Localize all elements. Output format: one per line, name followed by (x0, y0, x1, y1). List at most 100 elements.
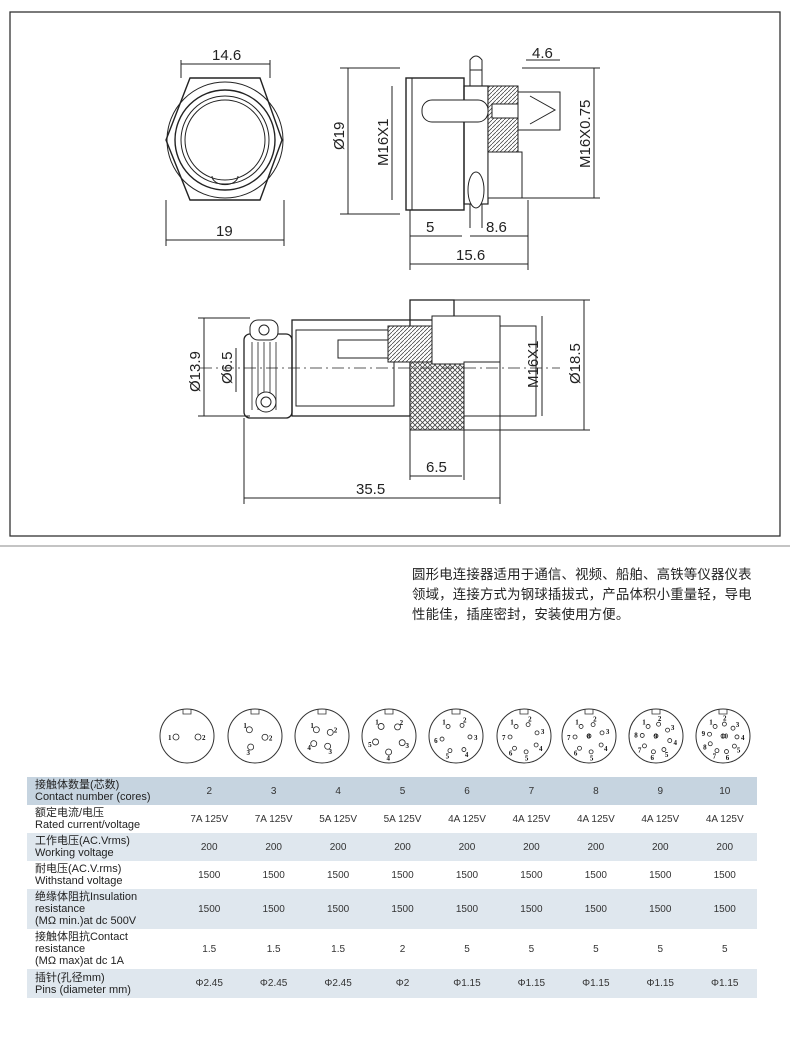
dim-side-thread-left: M16X1 (375, 118, 392, 166)
front-view (165, 60, 285, 246)
pin-hole (513, 724, 519, 729)
spec-label-cn: 插针(孔径mm) (35, 971, 105, 984)
pin-number: 8 (587, 733, 591, 741)
pin-hole (312, 726, 320, 734)
pin-number: 7 (502, 734, 506, 742)
spec-cell: 200 (563, 833, 629, 861)
spec-label-en: (MΩ max)at dc 1A (35, 955, 124, 967)
pin-hole (639, 733, 645, 738)
spec-row-label: 工作电压(AC.Vrms)Working voltage (27, 833, 177, 861)
dim-plug-65-bottom: 6.5 (426, 459, 447, 476)
spec-cell: 1500 (177, 889, 242, 929)
spec-cell: 4A 125V (692, 805, 757, 833)
pin-layout-3: 123 (227, 708, 283, 764)
pin-number: 2 (463, 717, 467, 725)
spec-cell: Φ1.15 (692, 969, 757, 998)
side-view (340, 55, 600, 270)
pin-number: 3 (606, 728, 610, 736)
spec-cell: 200 (499, 833, 564, 861)
spec-row: 接触体阻抗Contact resistance(MΩ max)at dc 1A 1… (27, 929, 757, 969)
spec-cell: 4A 125V (628, 805, 693, 833)
pin-number: 1 (310, 722, 314, 730)
spec-cell: Φ2.45 (241, 969, 306, 998)
pin-hole (661, 747, 667, 752)
spec-cell: 200 (370, 833, 435, 861)
pin-number: 3 (671, 724, 675, 732)
technical-drawing: 14.6 19 Ø19 M16X1 4.6 M16X0.75 5 8.6 15.… (0, 11, 790, 547)
spec-label-en: Withstand voltage (35, 875, 123, 887)
spec-label-en: Contact number (cores) (35, 791, 151, 803)
spec-cell: 1.5 (305, 929, 371, 969)
dim-plug-139: Ø13.9 (187, 351, 204, 392)
pin-hole (459, 722, 465, 728)
spec-label-cn: 接触体阻抗Contact resistance (35, 931, 128, 955)
pin-hole (577, 745, 582, 751)
pin-number: 5 (525, 754, 529, 762)
pin-layout-outline (496, 708, 552, 764)
key-notch (451, 709, 461, 715)
pin-number: 4 (604, 745, 608, 753)
key-notch (317, 709, 327, 715)
pin-number: 8 (703, 743, 707, 751)
pin-hole (439, 736, 445, 742)
spec-cell: 5 (499, 929, 564, 969)
pin-number: 4 (741, 734, 745, 742)
drawing-frame (9, 11, 781, 537)
pin-layout-outline (294, 708, 350, 764)
spec-label-en: Pins (diameter mm) (35, 983, 131, 996)
spec-cell: 200 (241, 833, 306, 861)
pin-hole (599, 730, 605, 736)
spec-cell: 9 (628, 777, 693, 805)
pin-layout-outline (227, 708, 283, 764)
spec-cell: 200 (305, 833, 371, 861)
pin-number: 6 (574, 750, 578, 758)
pin-layout-outline (159, 708, 215, 764)
pin-number: 3 (406, 742, 410, 750)
pin-hole (326, 728, 334, 736)
pin-hole (645, 724, 651, 729)
pin-hole (724, 749, 729, 754)
pin-hole (586, 733, 592, 739)
pin-number: 5 (368, 741, 372, 749)
pin-number: 1 (168, 734, 172, 742)
spec-cell: 200 (177, 833, 242, 861)
pin-hole (523, 749, 529, 755)
spec-row-label: 接触体数量(芯数)Contact number (cores) (27, 777, 177, 805)
spec-cell: 4A 125V (563, 805, 629, 833)
pin-hole (665, 727, 670, 733)
dim-plug-355: 35.5 (356, 481, 385, 498)
dim-side-dia: Ø19 (331, 122, 348, 150)
dim-plug-thread: M16X1 (525, 340, 542, 388)
spec-cell: 1500 (177, 861, 242, 889)
pin-number: 1 (510, 718, 514, 726)
key-notch (584, 709, 594, 715)
pin-hole (172, 733, 180, 741)
spec-cell: 4A 125V (499, 805, 564, 833)
spec-cell: 5A 125V (370, 805, 435, 833)
pin-number: 1 (375, 718, 379, 726)
spec-cell: 200 (692, 833, 757, 861)
spec-cell: 4 (305, 777, 371, 805)
pin-hole (398, 739, 406, 747)
spec-label-cn: 耐电压(AC.V.rms) (35, 863, 122, 875)
pin-number: 4 (386, 754, 390, 762)
spec-cell: Φ2.45 (177, 969, 242, 998)
pin-number: 1 (642, 718, 646, 726)
pin-number: 6 (434, 737, 438, 745)
pin-hole (578, 724, 584, 729)
spec-cell: 1.5 (241, 929, 306, 969)
spec-cell: Φ1.15 (563, 969, 629, 998)
spec-cell: 2 (370, 929, 435, 969)
pin-number: 4 (673, 739, 677, 747)
pin-layout-outline (361, 708, 417, 764)
pin-number: 7 (713, 753, 717, 761)
pin-hole (734, 734, 740, 740)
spec-cell: 5A 125V (305, 805, 371, 833)
pin-number: 2 (723, 715, 727, 723)
spec-cell: 1500 (563, 861, 629, 889)
spec-cell: 1500 (499, 889, 564, 929)
